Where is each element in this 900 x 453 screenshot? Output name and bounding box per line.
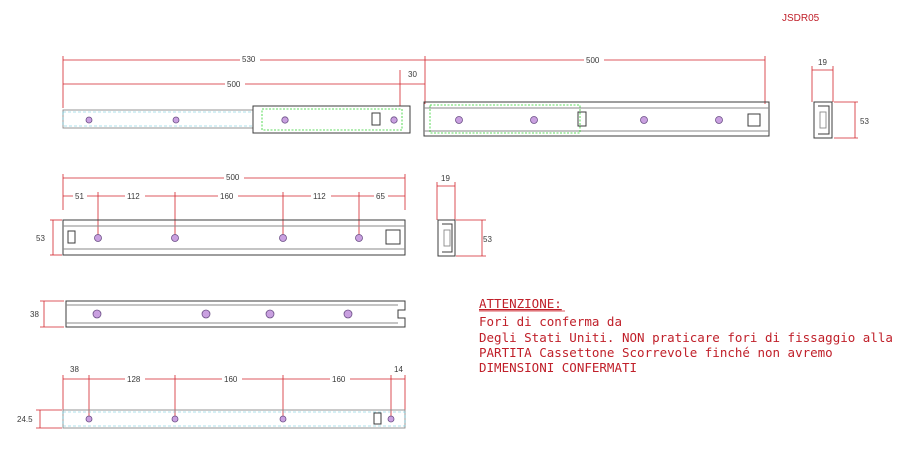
hole — [171, 234, 179, 242]
hole — [92, 309, 102, 319]
inner-holes — [92, 309, 353, 319]
hole — [530, 116, 538, 124]
notice-line-4: DIMENSIONI CONFERMATI — [479, 360, 637, 375]
front-hole-5: 65 — [376, 192, 385, 201]
hole — [355, 234, 363, 242]
front-dim-total: 500 — [226, 173, 240, 182]
front-side-profile: 19 53 — [436, 174, 492, 257]
hole — [387, 415, 395, 423]
bottom-hole-2: 128 — [127, 375, 141, 384]
bottom-height: 24.5 — [17, 415, 33, 424]
notice-block: ATTENZIONE: Fori di conferma da Degli St… — [479, 296, 893, 375]
front-hole-2: 112 — [127, 192, 140, 201]
top-side-height: 53 — [860, 117, 869, 126]
bottom-hole-4: 160 — [332, 375, 346, 384]
hole — [281, 116, 289, 124]
bottom-hole-3: 160 — [224, 375, 238, 384]
front-hole-1: 51 — [75, 192, 84, 201]
top-side-width: 19 — [818, 58, 827, 67]
front-height: 53 — [36, 234, 45, 243]
top-dim-gap: 30 — [408, 70, 417, 79]
inner-view: 38 — [30, 300, 406, 328]
top-dim-inner: 500 — [227, 80, 241, 89]
notice-line-1: Fori di conferma da — [479, 314, 622, 329]
drawing-code: JSDR05 — [782, 13, 820, 24]
bottom-hole-5: 14 — [394, 365, 403, 374]
top-holes — [85, 116, 723, 124]
hole — [265, 309, 275, 319]
hole — [715, 116, 723, 124]
hole — [201, 309, 211, 319]
notice-title: ATTENZIONE: — [479, 296, 562, 311]
top-dim-right: 500 — [586, 56, 600, 65]
bottom-holes — [85, 415, 395, 423]
front-hole-3: 160 — [220, 192, 234, 201]
front-side-height: 53 — [483, 235, 492, 244]
front-holes — [94, 234, 363, 242]
top-dim-total: 530 — [242, 55, 256, 64]
bottom-hole-1: 38 — [70, 365, 79, 374]
hole — [640, 116, 648, 124]
notice-line-2: Degli Stati Uniti. NON praticare fori di… — [479, 330, 893, 345]
hole — [94, 234, 102, 242]
top-view: 530 500 30 500 — [62, 54, 869, 139]
hole — [85, 116, 93, 124]
hole — [455, 116, 463, 124]
hole — [171, 415, 179, 423]
inner-height: 38 — [30, 310, 39, 319]
hole — [279, 234, 287, 242]
front-side-width: 19 — [441, 174, 450, 183]
hole — [172, 116, 180, 124]
hole — [343, 309, 353, 319]
front-view: 500 51 112 160 112 65 53 — [36, 172, 492, 257]
top-side-profile: 19 53 — [811, 58, 869, 139]
hole — [85, 415, 93, 423]
front-hole-4: 112 — [313, 192, 326, 201]
hole — [390, 116, 398, 124]
hole — [279, 415, 287, 423]
bottom-view: 38 128 160 160 14 24.5 — [17, 365, 406, 429]
notice-line-3: PARTITA Cassettone Scorrevole finché non… — [479, 345, 833, 360]
